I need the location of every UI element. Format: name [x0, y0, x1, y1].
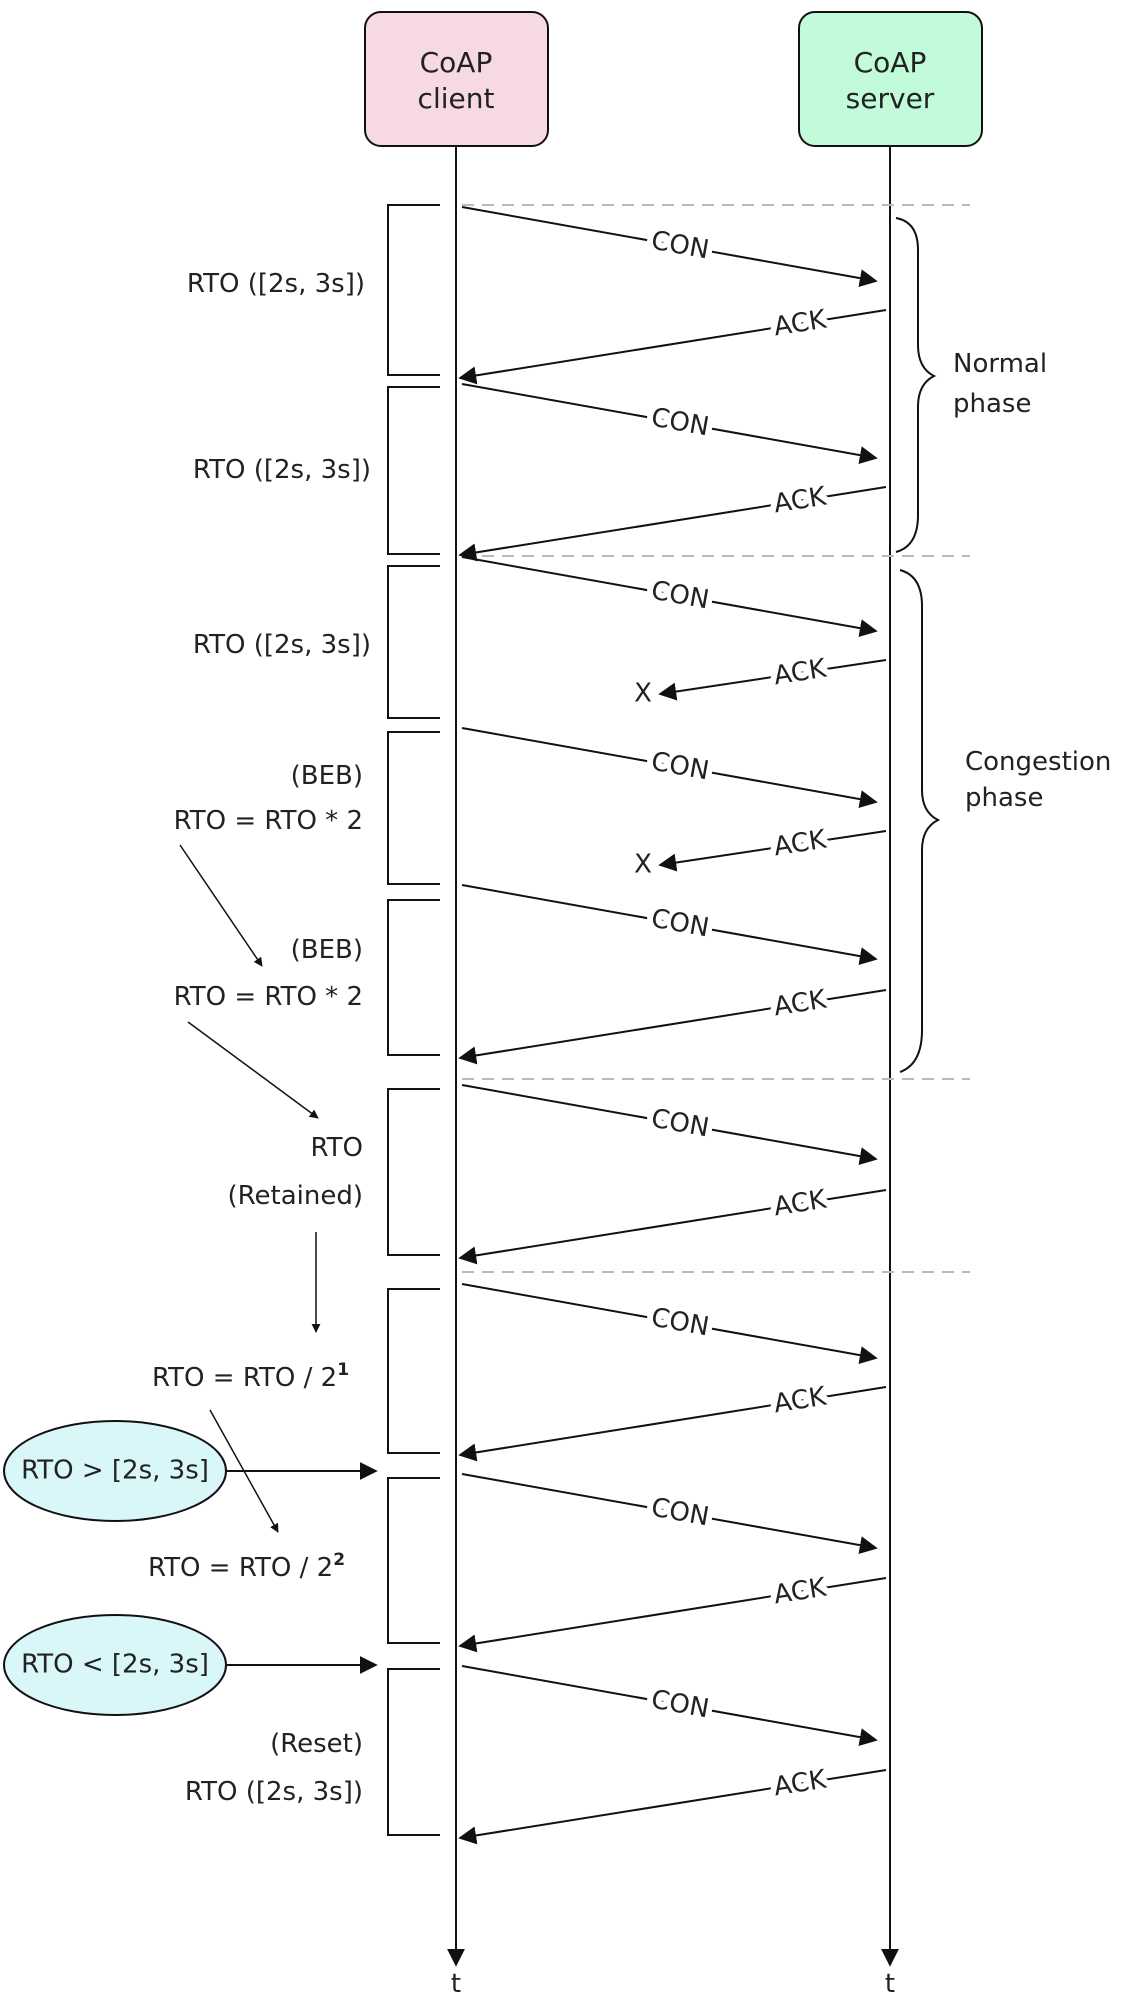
ack-message-label: ACK [772, 481, 830, 519]
rto-retained-label-line1: RTO [310, 1133, 363, 1163]
normal-phase-label-line2: phase [953, 389, 1031, 419]
ack-message-arrow [458, 1769, 887, 1845]
con-message-label: CON [649, 747, 711, 787]
lost-message-marker: X [634, 850, 652, 880]
server-header-line2: server [846, 82, 935, 115]
rto-halve-base: RTO = RTO / 2 [152, 1363, 337, 1393]
congestion-phase-label-line1: Congestion [965, 747, 1111, 777]
rto-timer-bracket [387, 204, 440, 376]
ack-message-arrow-lost [658, 659, 887, 701]
ack-message-label: ACK [772, 1381, 830, 1419]
ack-message-arrow [458, 1577, 887, 1653]
rto-timer-bracket [387, 1088, 440, 1256]
rto-timer-bracket [387, 1477, 440, 1644]
ack-message-label: ACK [772, 304, 830, 342]
ack-message-label: ACK [772, 1764, 830, 1802]
ack-message-arrow [458, 1189, 887, 1265]
rto-retained-label-line2: (Retained) [227, 1181, 363, 1211]
normal-phase-label-line1: Normal [953, 349, 1047, 379]
client-header-box [364, 11, 549, 147]
beb-tag-label: (BEB) [291, 935, 363, 965]
rto-initial-label: RTO ([2s, 3s]) [193, 455, 371, 485]
rto-halve-label: RTO = RTO / 22 [148, 1550, 345, 1583]
ack-message-arrow-lost [658, 830, 887, 872]
con-message-arrow [461, 383, 878, 465]
lost-message-marker: X [634, 679, 652, 709]
con-message-arrow [461, 1084, 878, 1166]
con-message-arrow [461, 1283, 878, 1365]
rto-timer-bracket [387, 1668, 440, 1836]
con-message-arrow [461, 727, 878, 809]
beb-formula-label: RTO = RTO * 2 [174, 982, 363, 1012]
client-header-line2: client [418, 82, 495, 115]
rto-halve-exponent: 2 [333, 1550, 345, 1570]
ack-message-arrow [458, 989, 887, 1065]
congestion-phase-label-line2: phase [965, 783, 1043, 813]
rto-timer-bracket [387, 386, 440, 555]
con-message-label: CON [649, 1303, 711, 1343]
server-header-box [798, 11, 983, 147]
con-message-label: CON [649, 576, 711, 616]
rto-timer-bracket [387, 899, 440, 1056]
rto-greater-condition-label: RTO > [2s, 3s] [21, 1456, 209, 1486]
con-message-arrow [461, 1665, 878, 1747]
con-message-arrow [461, 556, 878, 638]
con-message-arrow [461, 206, 878, 288]
ack-message-arrow [458, 1386, 887, 1462]
rto-halve-exponent: 1 [337, 1360, 349, 1380]
con-message-label: CON [649, 1493, 711, 1533]
rto-initial-label: RTO ([2s, 3s]) [187, 269, 365, 299]
client-time-axis-label: t [451, 1969, 461, 1999]
normal-phase-brace [895, 217, 937, 553]
rto-halve-label: RTO = RTO / 21 [152, 1360, 349, 1393]
congestion-phase-brace [899, 569, 941, 1073]
ack-message-label: ACK [772, 653, 830, 691]
rto-timer-bracket [387, 731, 440, 885]
ack-message-label: ACK [772, 984, 830, 1022]
reset-tag-label: (Reset) [270, 1729, 363, 1759]
con-message-arrow [461, 1473, 878, 1555]
rto-derivation-arrow [187, 1021, 319, 1119]
rto-halve-base: RTO = RTO / 2 [148, 1553, 333, 1583]
ack-message-arrow [458, 309, 887, 385]
con-message-label: CON [649, 403, 711, 443]
con-message-label: CON [649, 1104, 711, 1144]
con-message-arrow [461, 884, 878, 966]
server-time-axis-label: t [885, 1969, 895, 1999]
server-header-line1: CoAP [854, 46, 927, 79]
beb-formula-label: RTO = RTO * 2 [174, 806, 363, 836]
rto-derivation-arrow [179, 844, 263, 967]
client-header-line1: CoAP [420, 46, 493, 79]
rto-timer-bracket [387, 1288, 440, 1454]
rto-initial-label: RTO ([2s, 3s]) [193, 630, 371, 660]
rto-less-condition-label: RTO < [2s, 3s] [21, 1650, 209, 1680]
ack-message-label: ACK [772, 1572, 830, 1610]
con-message-label: CON [649, 904, 711, 944]
beb-tag-label: (BEB) [291, 761, 363, 791]
con-message-label: CON [649, 226, 711, 266]
ack-message-label: ACK [772, 824, 830, 862]
rto-initial-label: RTO ([2s, 3s]) [185, 1777, 363, 1807]
rto-timer-bracket [387, 565, 440, 719]
ack-message-label: ACK [772, 1184, 830, 1222]
con-message-label: CON [649, 1685, 711, 1725]
ack-message-arrow [458, 486, 887, 562]
